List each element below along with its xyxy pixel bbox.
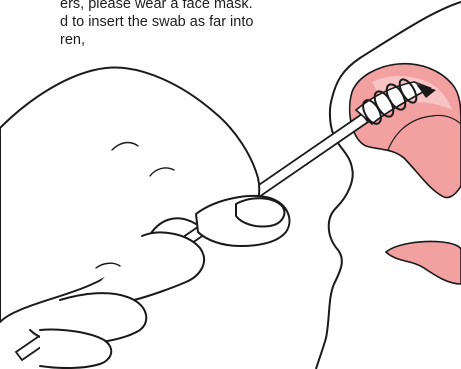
hand (0, 68, 289, 369)
lower-cutaway (386, 241, 461, 284)
